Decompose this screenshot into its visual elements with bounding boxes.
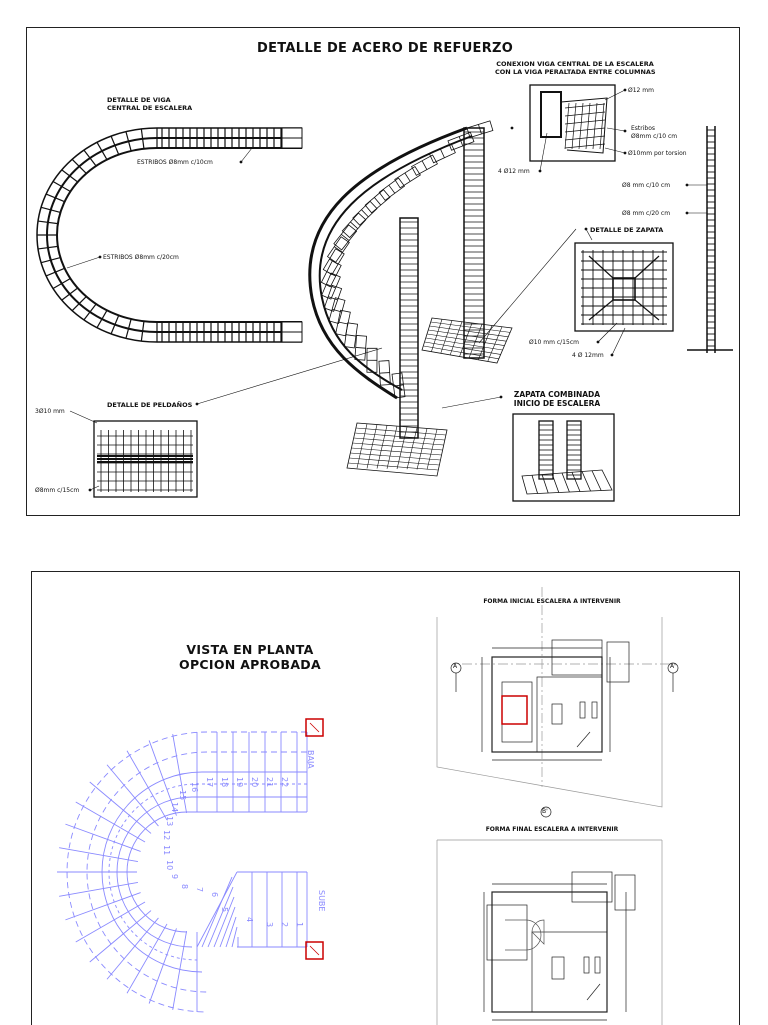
step-number: 12 bbox=[162, 830, 171, 840]
step-number: 3 bbox=[265, 922, 274, 927]
phi8-20-label: Ø8 mm c/20 cm bbox=[622, 210, 670, 218]
four-phi12b-label: 4 Ø 12mm bbox=[572, 352, 604, 360]
final-plan-title: FORMA FINAL ESCALERA A INTERVENIR bbox=[452, 826, 652, 834]
step-number: 6 bbox=[210, 892, 219, 897]
column-elevation bbox=[687, 126, 733, 353]
step-number: 15 bbox=[178, 790, 187, 800]
step-number: 1 bbox=[295, 922, 304, 927]
combined-footing-3d bbox=[522, 421, 612, 494]
step-number: 13 bbox=[165, 816, 174, 826]
stirrups-mid-label: ESTRIBOS Ø8mm c/20cm bbox=[103, 254, 179, 262]
stirrups-top-label: ESTRIBOS Ø8mm c/10cm bbox=[137, 159, 213, 167]
initial-plan-title: FORMA INICIAL ESCALERA A INTERVENIR bbox=[452, 598, 652, 606]
phi8-15-label: Ø8mm c/15cm bbox=[35, 487, 79, 495]
step-number: 11 bbox=[162, 845, 171, 855]
step-number: 20 bbox=[250, 777, 259, 787]
sube-label: SUBE bbox=[317, 890, 326, 911]
reinforcement-detail-sheet: DETALLE DE ACERO DE REFUERZO DETALLE DE … bbox=[26, 27, 740, 516]
phi12-label: Ø12 mm bbox=[628, 87, 654, 95]
baja-label: BAJA bbox=[306, 750, 315, 769]
final-floor-plan bbox=[437, 840, 662, 1025]
step-number: 14 bbox=[170, 802, 179, 812]
three-phi10-label: 3Ø10 mm bbox=[35, 408, 65, 416]
initial-floor-plan bbox=[437, 587, 678, 817]
step-number: 22 bbox=[280, 777, 289, 787]
phi10-torsion-label: Ø10mm por torsion bbox=[628, 150, 687, 158]
step-number: 8 bbox=[180, 884, 189, 889]
axis-a2-label: A' bbox=[670, 663, 676, 670]
step-number: 19 bbox=[235, 777, 244, 787]
step-number: 7 bbox=[195, 887, 204, 892]
step-number: 2 bbox=[280, 922, 289, 927]
steps-detail-title: DETALLE DE PELDAÑOS bbox=[107, 401, 192, 409]
step-number: 18 bbox=[220, 777, 229, 787]
connection-detail bbox=[541, 92, 607, 153]
combined-footing-box bbox=[513, 414, 614, 501]
footing-detail-title: DETALLE DE ZAPATA bbox=[590, 226, 663, 234]
axis-b-label: B' bbox=[542, 808, 548, 815]
step-number: 21 bbox=[265, 777, 274, 787]
step-number: 17 bbox=[205, 777, 214, 787]
stair-plan bbox=[57, 732, 307, 1012]
step-number: 16 bbox=[190, 782, 199, 792]
four-phi12-label: 4 Ø12 mm bbox=[498, 168, 530, 176]
phi8-10-label: Ø8 mm c/10 cm bbox=[622, 182, 670, 190]
axis-a-label: A bbox=[453, 663, 457, 670]
phi10-15-label: Ø10 mm c/15cm bbox=[529, 339, 579, 347]
step-number: 9 bbox=[170, 874, 179, 879]
step-number: 10 bbox=[165, 860, 174, 870]
spiral-stair-3d bbox=[310, 121, 512, 476]
step-number: 5 bbox=[220, 907, 229, 912]
step-number: 4 bbox=[245, 917, 254, 922]
sheet-title: DETALLE DE ACERO DE REFUERZO bbox=[257, 41, 513, 56]
